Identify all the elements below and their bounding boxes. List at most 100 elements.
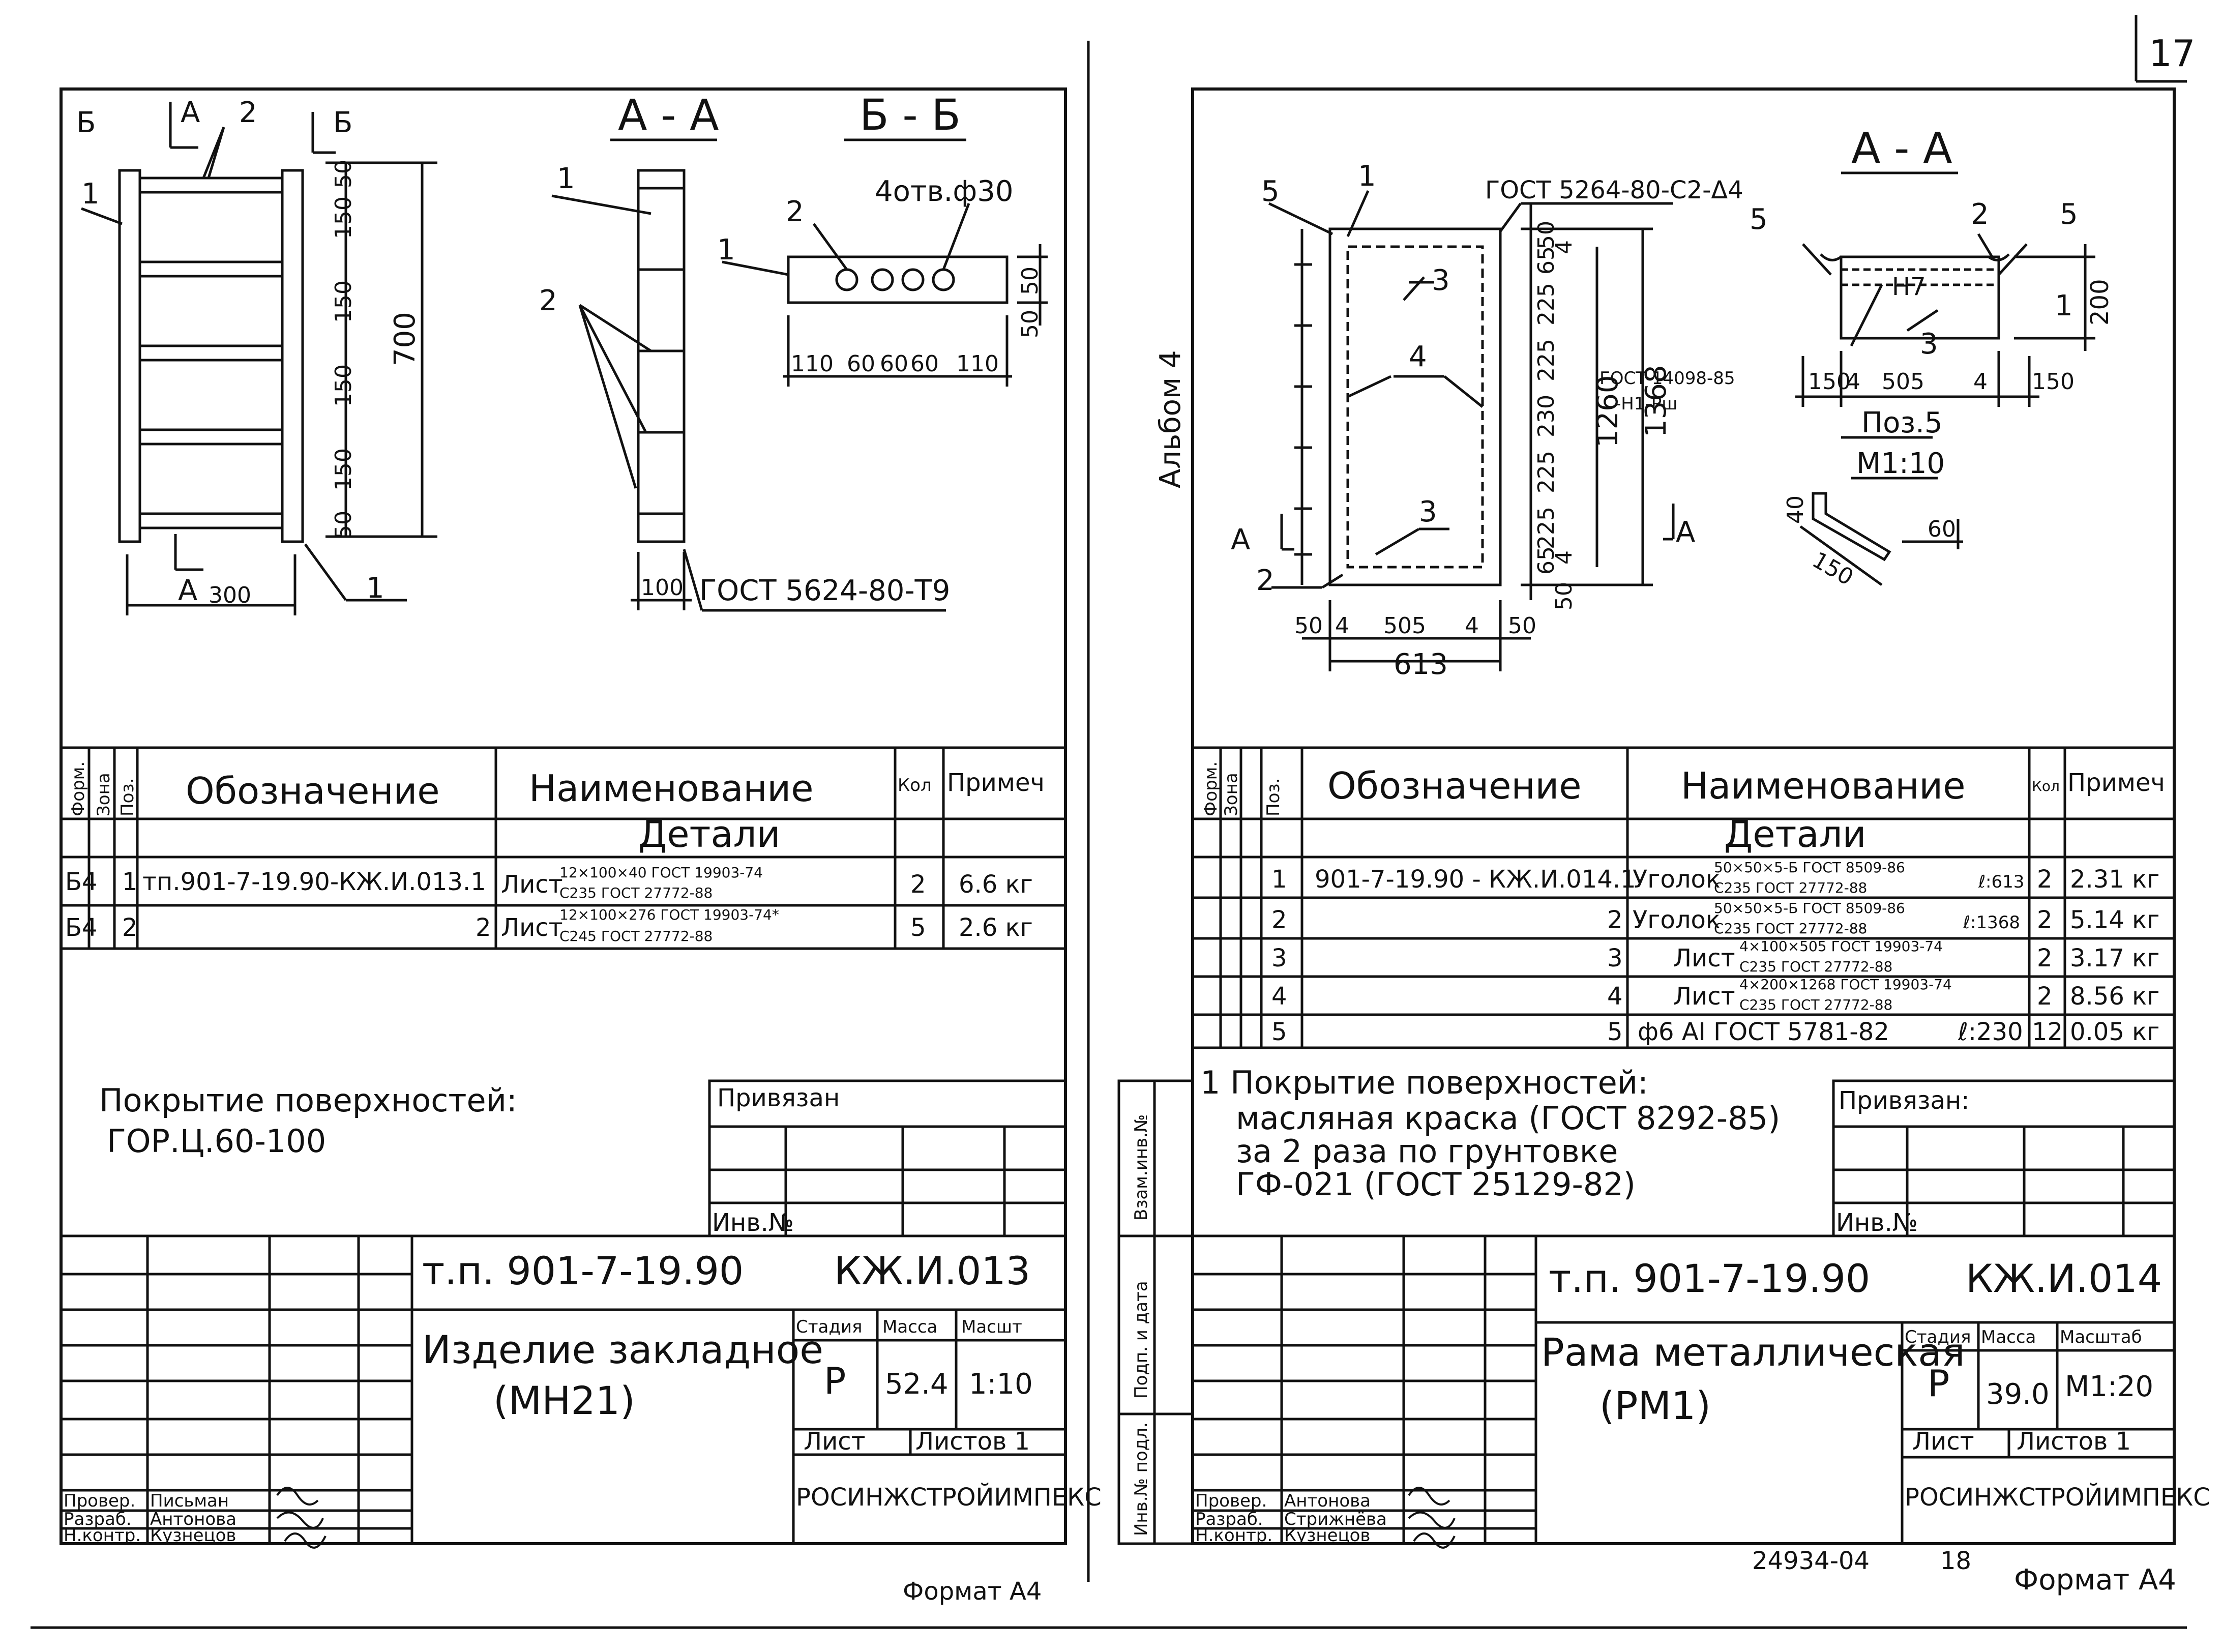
poz5-title: Поз.5 — [1861, 406, 1943, 439]
format-label: Формат А4 — [903, 1577, 1042, 1606]
frame-right-dimensions: 50 4 65 225 225 230 225 225 65 4 50 1260… — [1533, 221, 1673, 610]
pos-label-1-bottom: 1 — [366, 572, 384, 605]
album-label: Альбом 4 — [1154, 350, 1187, 488]
svg-text:50: 50 — [1508, 613, 1536, 639]
svg-text:Кузнецов: Кузнецов — [1284, 1525, 1370, 1546]
r-stamp-col-scale: Масштаб — [2060, 1327, 2142, 1347]
svg-text:2: 2 — [122, 913, 138, 942]
weld-gost-right: ГОСТ 14098-85 — [1599, 368, 1735, 389]
svg-text:2.6 кг: 2.6 кг — [959, 913, 1033, 942]
svg-text:Провер.: Провер. — [64, 1491, 135, 1511]
stamp-signatures: Провер. Разраб. Н.контр. Письман Антонов… — [64, 1491, 236, 1546]
svg-text:Н.контр.: Н.контр. — [64, 1525, 141, 1546]
svg-text:4×100×505 ГОСТ 19903-74: 4×100×505 ГОСТ 19903-74 — [1739, 938, 1943, 955]
r-stamp-title-code: (РМ1) — [1599, 1383, 1711, 1428]
sec-pos2: 2 — [1971, 198, 1989, 231]
section-marker-b: Б — [76, 106, 96, 139]
r-table-hdr-pos: Поз. — [1263, 778, 1284, 816]
svg-text:1: 1 — [122, 868, 138, 896]
svg-text:2: 2 — [910, 870, 926, 899]
section-bb-pos2: 2 — [786, 195, 804, 228]
r-stamp-sheet: Лист — [1912, 1427, 1974, 1456]
r-signature-scribble — [1408, 1487, 1456, 1549]
svg-text:150: 150 — [331, 448, 357, 491]
svg-text:150: 150 — [1808, 369, 1851, 395]
svg-text:4: 4 — [1846, 369, 1860, 395]
svg-text:Б4: Б4 — [65, 868, 97, 896]
svg-text:1368: 1368 — [1640, 365, 1673, 437]
side-dimensions: 50 150 150 150 150 50 700 — [331, 160, 422, 539]
left-frame — [60, 87, 1067, 1545]
frame-pos2: 2 — [1256, 564, 1275, 597]
svg-text:Лист: Лист — [501, 913, 563, 942]
r-stamp-stage: Р — [1928, 1362, 1949, 1405]
svg-text:2: 2 — [2037, 865, 2053, 894]
side-stamp-strip — [1117, 1079, 1194, 1545]
weld-gost-left: ГОСТ 5624-80-Т9 — [699, 574, 950, 607]
side-label-inv: Инв.№ подл. — [1131, 1422, 1151, 1536]
section-aa-pos1: 1 — [557, 162, 575, 195]
coating-title: Покрытие поверхностей: — [99, 1082, 517, 1119]
right-spec-table-grid — [1193, 746, 2174, 1049]
sec-pos5-left: 5 — [1750, 203, 1768, 236]
r-table-section-title: Детали — [1724, 813, 1866, 855]
table-row: 2 2 Уголок 50×50×5-Б ГОСТ 8509-86 С235 Г… — [1271, 900, 2159, 937]
r-privyazan-label: Привязан: — [1839, 1086, 1969, 1115]
svg-text:Н.контр.: Н.контр. — [1195, 1525, 1272, 1546]
footer-code: 24934-04 — [1752, 1547, 1870, 1575]
r-table-hdr-note: Примеч — [2067, 769, 2165, 797]
svg-text:ℓ:1368: ℓ:1368 — [1963, 912, 2020, 933]
stamp-mass: 52.4 — [885, 1368, 949, 1401]
r-table-hdr-name: Наименование — [1681, 764, 1966, 807]
stamp-col-mass: Масса — [882, 1317, 937, 1337]
left-title-stamp — [61, 1234, 1065, 1544]
svg-text:12×100×276 ГОСТ 19903-74*: 12×100×276 ГОСТ 19903-74* — [559, 906, 779, 923]
signature-scribble — [276, 1487, 327, 1549]
frame-pos3-top: 3 — [1432, 264, 1450, 297]
section-aa-dim: 100 — [641, 575, 684, 601]
table-section-title: Детали — [638, 813, 780, 855]
table-hdr-qty: Кол — [898, 775, 932, 795]
r-stamp-org: РОСИНЖСТРОЙИМПЕКС — [1905, 1483, 2210, 1512]
svg-text:Антонова: Антонова — [1284, 1491, 1371, 1511]
svg-text:Стрижнёва: Стрижнёва — [1284, 1509, 1387, 1529]
section-marker-a-bottom: А — [178, 574, 197, 607]
poz5-scale: М1:10 — [1856, 447, 1945, 480]
left-sheet: Б Б А А 2 1 1 300 50 150 150 150 150 50 … — [60, 87, 1102, 1606]
right-sheet: Альбом 4 — [1117, 87, 2210, 1597]
svg-text:2: 2 — [2037, 906, 2053, 934]
svg-text:1: 1 — [1271, 865, 1287, 894]
svg-text:150: 150 — [331, 196, 357, 239]
section-aa-pos2: 2 — [539, 284, 557, 317]
svg-text:505: 505 — [1882, 369, 1924, 395]
svg-text:С235 ГОСТ 27772-88: С235 ГОСТ 27772-88 — [1739, 958, 1892, 975]
svg-text:150: 150 — [331, 364, 357, 407]
frame-bottom-dimensions: 50 4 505 4 50 613 — [1294, 613, 1536, 681]
r-stamp-mass: 39.0 — [1986, 1378, 2050, 1411]
svg-text:Провер.: Провер. — [1195, 1491, 1267, 1511]
r-stamp-sheets: Листов 1 — [2017, 1427, 2131, 1456]
svg-text:4: 4 — [1551, 240, 1577, 254]
r-stamp-title: Рама металлическая — [1541, 1330, 1965, 1375]
svg-text:12: 12 — [2032, 1018, 2063, 1046]
stamp-col-scale: Масшт — [961, 1317, 1022, 1337]
svg-text:ℓ:230: ℓ:230 — [1958, 1018, 2023, 1046]
section-aa-right-dims: 150 4 505 4 150 — [1808, 369, 2075, 395]
svg-text:110: 110 — [791, 351, 834, 377]
right-title-stamp — [1193, 1234, 2174, 1544]
svg-text:613: 613 — [1394, 648, 1448, 681]
sec-weld: Н7 — [1892, 273, 1926, 301]
sec-pos5-right: 5 — [2060, 198, 2078, 231]
svg-text:50×50×5-Б ГОСТ 8509-86: 50×50×5-Б ГОСТ 8509-86 — [1714, 859, 1905, 876]
r-coating-line-4: ГФ-021 (ГОСТ 25129-82) — [1236, 1166, 1636, 1203]
svg-text:65: 65 — [1533, 546, 1559, 575]
marker-a-left: А — [1231, 523, 1250, 556]
svg-text:Б4: Б4 — [65, 913, 97, 942]
r-table-hdr-format: Форм. — [1201, 761, 1221, 816]
svg-text:С235 ГОСТ 27772-88: С235 ГОСТ 27772-88 — [1714, 920, 1867, 937]
svg-text:12×100×40 ГОСТ 19903-74: 12×100×40 ГОСТ 19903-74 — [559, 864, 763, 881]
svg-text:Антонова: Антонова — [150, 1509, 236, 1529]
stamp-sheet: Лист — [804, 1427, 866, 1456]
left-spec-table-grid — [61, 746, 1065, 950]
